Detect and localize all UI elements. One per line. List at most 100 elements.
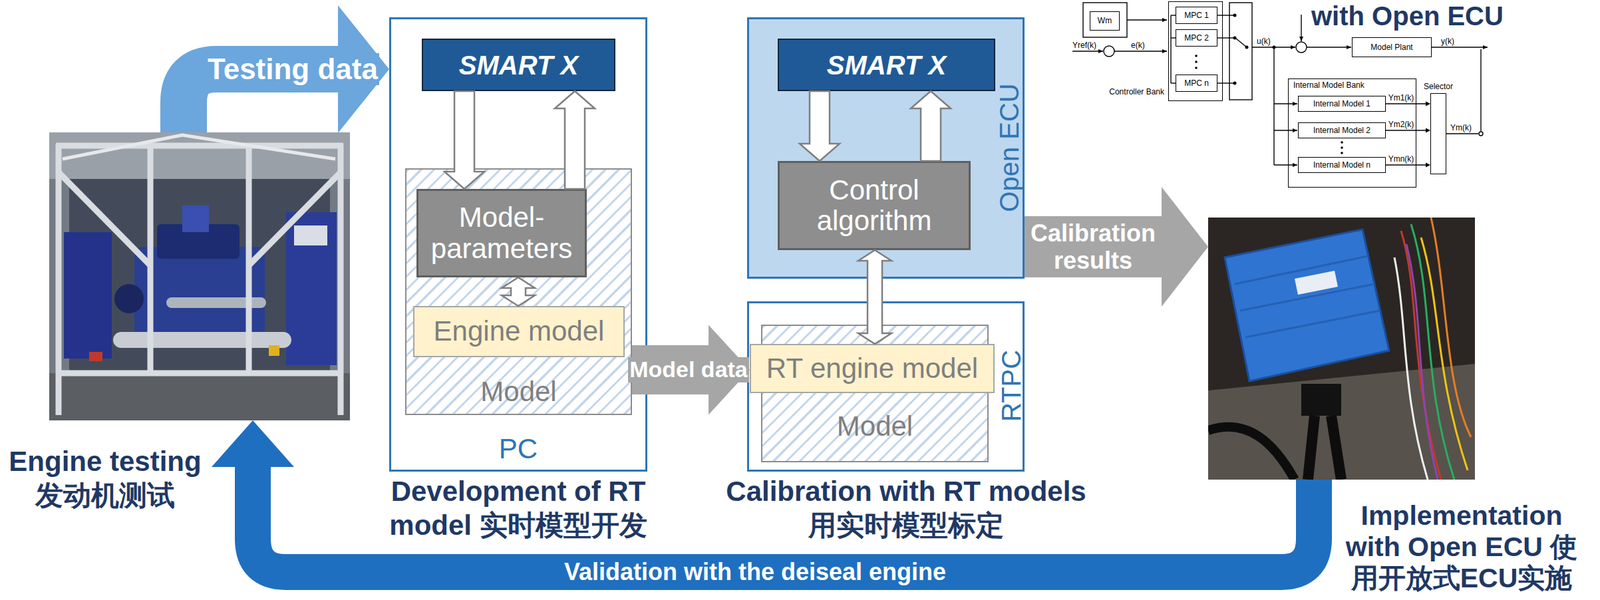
node-label: RTPC [997, 349, 1025, 422]
selector-switch: Selector [1430, 93, 1447, 175]
wire-line [1217, 37, 1234, 38]
wire-line [1114, 50, 1167, 52]
drawn-shape [858, 250, 892, 344]
block-arrow [1024, 186, 1209, 307]
wire-line [1236, 38, 1247, 48]
plant-block: Model Plant [1351, 37, 1432, 58]
wire-line [1170, 82, 1176, 84]
drawn-shape [268, 345, 280, 356]
open-ecu-photo [1208, 217, 1475, 480]
ecu-photo: Implementation with Open ECU 使用开放式ECU实施 [1208, 217, 1475, 480]
wire-line [1208, 427, 1295, 480]
process-box: Control algorithm [777, 160, 971, 251]
wire-line [62, 135, 336, 160]
junction-dot [1340, 151, 1344, 155]
wire-line [1394, 257, 1428, 480]
drawn-shape [55, 144, 344, 416]
drawn-shape [49, 132, 350, 179]
signal-name: y(k) [1440, 36, 1455, 46]
model-block: Internal Model n [1297, 157, 1386, 173]
drawn-shape [1208, 363, 1475, 480]
hollow-arrow [910, 91, 951, 161]
wire-line [252, 466, 1314, 573]
node-label: Model Plant [1370, 42, 1413, 52]
wire-line [1431, 217, 1471, 438]
drawn-shape [113, 331, 292, 348]
junction-dot [1340, 146, 1344, 150]
junction-dot [1295, 41, 1307, 53]
drawn-shape [286, 212, 337, 366]
wire-line [1274, 103, 1298, 104]
data-flow-arrow [183, 5, 390, 134]
node-label: SMART X [826, 50, 947, 80]
panel-label: PC [389, 432, 648, 466]
wire-line [1245, 310, 1380, 338]
model-box: RT engine model [749, 343, 995, 394]
controller-block: MPC 2 [1175, 29, 1218, 47]
drawn-shape [554, 91, 595, 189]
weight-block: Wm [1089, 11, 1120, 31]
hollow-arrow [554, 91, 595, 189]
node-label: Engine model [433, 314, 605, 348]
signal-name: Yref(k) [1072, 40, 1097, 50]
edge-label: Ym2(k) [1387, 119, 1416, 130]
wire-line [55, 370, 344, 377]
edge-label: Ym1(k) [1387, 93, 1416, 103]
model-box: Engine model [413, 306, 625, 358]
node-label: MPC 2 [1184, 33, 1209, 43]
edge-label: Testing data [206, 53, 380, 86]
edge-label: Ymn(k) [1387, 154, 1416, 164]
drawn-shape [1208, 217, 1475, 480]
junction-dot [1103, 45, 1115, 57]
node-label: Selector [1411, 81, 1465, 92]
junction-dot [1194, 54, 1198, 58]
edge-label: Model data [628, 357, 750, 382]
hollow-arrow [501, 277, 535, 307]
wire-line [1072, 50, 1104, 52]
drawn-shape [1425, 128, 1431, 134]
wire-line [1431, 46, 1488, 48]
drawn-shape [501, 277, 535, 307]
junction-dot [1245, 45, 1249, 50]
wire-line [1126, 19, 1167, 20]
wire-line [1217, 82, 1234, 84]
hollow-arrow [858, 250, 892, 344]
wire-line [1274, 164, 1298, 165]
wire-line [1217, 14, 1234, 16]
drawn-shape [1229, 2, 1253, 100]
node-label: SMART X [459, 50, 579, 80]
wire-line [1274, 129, 1298, 131]
wire-line [1385, 129, 1426, 131]
signal-name: u(k) [1256, 36, 1271, 46]
drawn-shape [1425, 162, 1431, 168]
drawn-shape [1234, 256, 1380, 338]
feedback-arrow [211, 420, 1314, 573]
node-label: Internal Model 1 [1313, 99, 1371, 109]
node-label: Wm [1097, 15, 1112, 26]
hollow-arrow [799, 91, 840, 161]
node-label: MPC 1 [1184, 10, 1209, 20]
wire-line [1446, 133, 1479, 134]
node-heading: Engine testing 发动机测试 [1, 444, 209, 513]
controller-bank: Controller BankMPC 1MPC 2MPC n [1168, 1, 1223, 102]
node-label: Model [405, 375, 633, 409]
drawn-shape [63, 232, 112, 359]
junction-dot [1233, 13, 1237, 18]
drawn-shape [1301, 383, 1342, 416]
rtpc-panel: RTPCModelRT engine model [747, 301, 1025, 472]
section-caption: Calibration with RT models 用实时模型标定 [716, 474, 1096, 543]
node-label: Open ECU [995, 83, 1023, 212]
wire-line [1273, 47, 1275, 165]
junction-dot [1233, 36, 1237, 40]
wire-line [1300, 14, 1302, 42]
drawn-shape [211, 420, 295, 468]
drawn-shape [1294, 270, 1338, 295]
drawn-shape [799, 91, 840, 161]
drawn-shape [49, 373, 350, 421]
node-label: Internal Model 2 [1313, 125, 1371, 136]
controller-block: MPC 1 [1175, 6, 1218, 24]
wire-line [1480, 49, 1481, 132]
wire-line [1385, 103, 1426, 104]
